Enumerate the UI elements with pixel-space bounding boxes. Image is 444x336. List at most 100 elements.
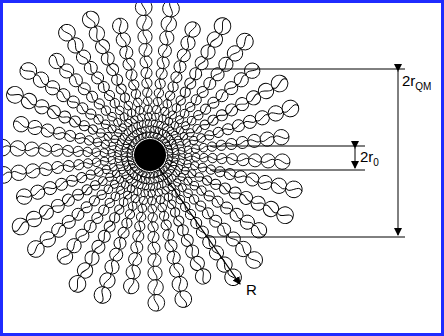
chain-bead bbox=[25, 163, 41, 179]
chain-bead bbox=[128, 79, 140, 91]
surfactant-chain bbox=[154, 170, 213, 287]
surfactant-chain bbox=[24, 164, 138, 261]
surfactant-chain bbox=[159, 30, 257, 144]
chain-bead bbox=[46, 50, 68, 72]
chain-bead bbox=[10, 164, 27, 181]
chain-bead bbox=[236, 136, 250, 150]
chain-bead bbox=[166, 250, 182, 266]
chain-bead bbox=[134, 221, 146, 233]
chain-bead bbox=[178, 147, 186, 155]
dimension-lines bbox=[150, 69, 405, 284]
surfactant-chain bbox=[156, 15, 234, 142]
chain-bead bbox=[208, 153, 218, 163]
surfactant-chain bbox=[66, 169, 144, 296]
chain-bead bbox=[168, 262, 185, 279]
chain-bead bbox=[10, 140, 26, 156]
chain-bead bbox=[136, 15, 152, 31]
chain-bead bbox=[100, 149, 108, 157]
outer-diameter-label: 2rQM bbox=[402, 73, 431, 88]
chain-bead bbox=[24, 142, 39, 157]
chain-bead bbox=[160, 15, 177, 32]
chain-bead bbox=[0, 139, 11, 157]
chain-bead bbox=[248, 220, 269, 241]
chain-bead bbox=[118, 45, 134, 61]
chain-bead bbox=[192, 153, 200, 161]
chain-bead bbox=[233, 30, 257, 54]
chain-bead bbox=[216, 140, 227, 151]
chain-bead bbox=[108, 156, 116, 164]
chain-bead bbox=[12, 115, 31, 134]
surfactant-chain bbox=[92, 170, 147, 305]
chain-bead bbox=[62, 145, 74, 157]
chain-bead bbox=[132, 230, 145, 243]
chain-bead bbox=[217, 153, 228, 164]
chain-bead bbox=[17, 59, 40, 82]
chain-bead bbox=[148, 294, 165, 311]
surfactant-chain bbox=[54, 166, 141, 267]
chain-bead bbox=[38, 143, 52, 157]
surfactant-chain bbox=[46, 50, 140, 145]
surfactant-chain bbox=[165, 159, 297, 226]
surfactant-chain bbox=[80, 8, 146, 140]
chain-bead bbox=[154, 88, 165, 99]
surfactant-chain bbox=[0, 154, 133, 184]
surfactant-chain bbox=[166, 156, 304, 199]
chain-bead bbox=[273, 129, 290, 146]
chain-bead bbox=[92, 284, 113, 305]
chain-bead bbox=[274, 204, 296, 226]
chain-bead bbox=[261, 153, 276, 168]
chain-bead bbox=[156, 56, 170, 70]
chain-bead bbox=[38, 162, 53, 177]
chain-bead bbox=[184, 146, 192, 154]
radius-text: R bbox=[246, 281, 257, 298]
chain-bead bbox=[24, 237, 48, 261]
chain-bead bbox=[160, 219, 172, 231]
chain-bead bbox=[173, 289, 193, 309]
chain-bead bbox=[128, 252, 143, 267]
dimension-subscript: 0 bbox=[373, 157, 379, 168]
chain-bead bbox=[223, 167, 236, 180]
chain-bead bbox=[139, 43, 153, 57]
chain-bead bbox=[66, 273, 89, 296]
surfactant-chain bbox=[9, 161, 136, 238]
dimension-subscript: QM bbox=[415, 81, 431, 92]
chain-bead bbox=[40, 123, 56, 139]
surfactant-chain bbox=[160, 165, 266, 272]
chain-bead bbox=[183, 20, 203, 40]
chain-bead bbox=[115, 31, 132, 48]
chain-bead bbox=[73, 159, 84, 170]
chain-bead bbox=[221, 266, 244, 289]
surfactant-chain bbox=[55, 21, 142, 142]
surfactant-chain bbox=[165, 98, 301, 152]
surfactant-chain bbox=[167, 129, 290, 156]
chain-bead bbox=[257, 174, 274, 191]
chain-bead bbox=[138, 29, 153, 44]
chain-bead bbox=[83, 158, 94, 169]
chain-bead bbox=[92, 148, 101, 157]
chain-bead bbox=[274, 154, 290, 170]
chain-bead bbox=[14, 187, 33, 206]
chain-bead bbox=[122, 277, 139, 294]
surfactant-chain bbox=[17, 59, 138, 147]
chain-bead bbox=[137, 204, 147, 214]
chain-bead bbox=[148, 204, 157, 213]
chain-bead bbox=[241, 60, 263, 82]
chain-bead bbox=[211, 15, 234, 38]
chain-bead bbox=[52, 126, 66, 140]
chain-bead bbox=[63, 129, 76, 142]
chain-bead bbox=[185, 153, 193, 161]
chain-bead bbox=[270, 177, 289, 196]
surfactant-chain bbox=[14, 158, 134, 207]
chain-bead bbox=[162, 0, 181, 18]
chain-bead bbox=[142, 78, 153, 89]
inner-diameter-label: 2r0 bbox=[360, 149, 379, 164]
chain-bead bbox=[9, 215, 32, 238]
chain-bead bbox=[193, 266, 213, 286]
chain-bead bbox=[237, 153, 250, 166]
chain-bead bbox=[199, 153, 208, 162]
chain-bead bbox=[148, 279, 164, 295]
chain-bead bbox=[54, 246, 76, 268]
dimension-text: 2r bbox=[360, 148, 373, 165]
